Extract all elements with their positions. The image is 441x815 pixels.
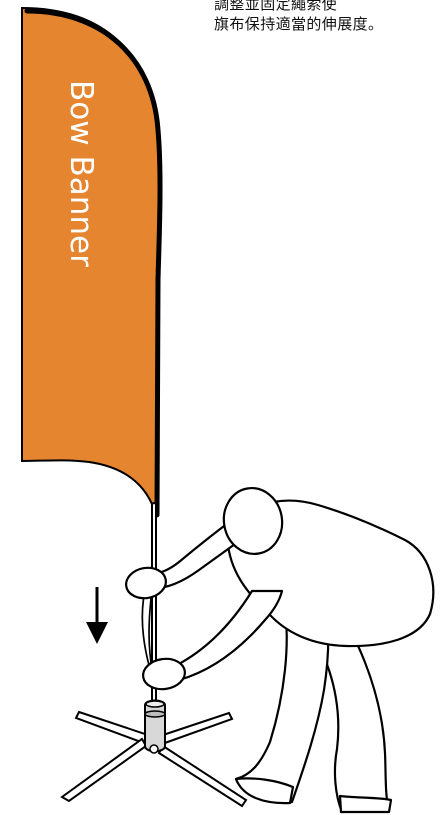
cross-base-arm-northeast: [160, 713, 232, 744]
bow-banner: Bow Banner: [22, 8, 160, 515]
cross-base: [62, 701, 246, 807]
person-near-arm: [177, 591, 282, 680]
person-figure: [124, 483, 434, 812]
cross-base-arm-southwest: [62, 739, 146, 801]
cross-base-arm-southeast: [159, 746, 246, 806]
banner-label: Bow Banner: [63, 80, 99, 267]
base-stand-cylinder: [145, 701, 165, 752]
base-stand-top: [146, 701, 164, 707]
down-arrow-icon: [86, 587, 108, 644]
base-center-bolt: [150, 745, 158, 753]
person-back-foot: [340, 796, 391, 812]
person-upper-hand: [124, 565, 169, 601]
base-stand-collar: [145, 711, 165, 717]
